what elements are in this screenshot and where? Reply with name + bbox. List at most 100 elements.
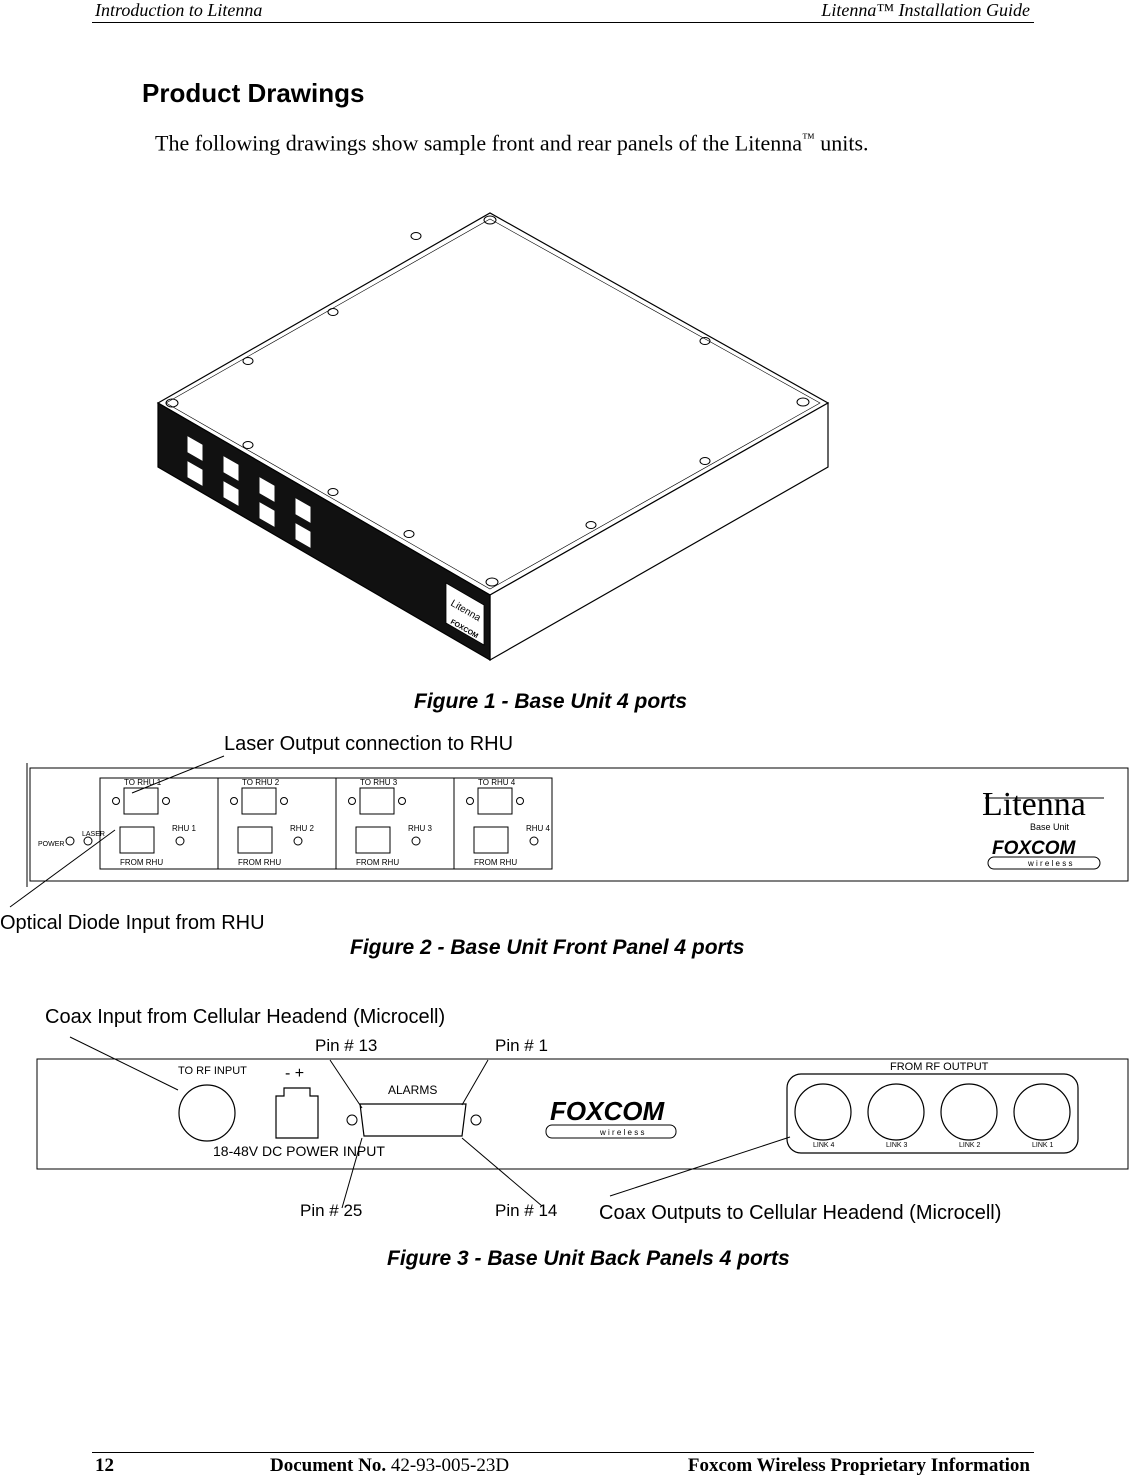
port-group-rhu-4: TO RHU 4 RHU 4 FROM RHU — [453, 778, 551, 869]
laser-output-port — [241, 787, 277, 815]
from-rhu-label: FROM RHU — [238, 858, 281, 867]
pin14-label: Pin # 14 — [495, 1201, 558, 1220]
link-label: LINK 3 — [886, 1142, 908, 1149]
rhu-led — [529, 836, 539, 846]
rf-output-connector-4 — [794, 1083, 852, 1141]
rhu-label: RHU 2 — [290, 824, 315, 833]
callout-line-diode — [9, 829, 116, 908]
dc-power-connector — [275, 1087, 319, 1139]
rf-output-bank — [786, 1073, 1079, 1154]
from-rhu-label: FROM RHU — [356, 858, 399, 867]
dc-input-label: 18-48V DC POWER INPUT — [213, 1143, 385, 1159]
footer-doc-no: 42-93-005-23D — [386, 1455, 510, 1476]
figure2-maker-sub: w i r e l e s s — [1027, 859, 1072, 868]
header-right: Litenna™ Installation Guide — [821, 0, 1030, 20]
port-group-rhu-3: TO RHU 3 RHU 3 FROM RHU — [335, 778, 433, 869]
intro-text-end: units. — [814, 130, 869, 156]
rhu-label: RHU 3 — [408, 824, 433, 833]
link-label: LINK 1 — [1032, 1142, 1054, 1149]
footer-doc-label: Document No. — [270, 1455, 387, 1476]
footer-document-number: Document No. 42-93-005-23D — [270, 1455, 509, 1477]
figure2-brand: Litenna — [982, 786, 1086, 823]
figure2-caption: Figure 2 - Base Unit Front Panel 4 ports — [350, 936, 745, 959]
pin25-label: Pin # 25 — [300, 1201, 363, 1220]
footer-rule — [92, 1452, 1034, 1453]
callout-diode-input: Optical Diode Input from RHU — [0, 912, 265, 934]
to-rhu-label: TO RHU 3 — [360, 778, 398, 787]
link-label: LINK 4 — [813, 1142, 835, 1149]
figure2-maker: FOXCOM — [992, 838, 1077, 859]
header-left: Introduction to Litenna — [95, 0, 263, 20]
laser-label: LASER — [82, 831, 105, 838]
to-rhu-label: TO RHU 1 — [124, 778, 162, 787]
intro-paragraph: The following drawings show sample front… — [155, 130, 869, 156]
power-led — [65, 836, 75, 846]
laser-led — [83, 836, 93, 846]
figure1-base-unit-drawing: Litenna FOXCOM — [156, 212, 830, 662]
from-rhu-label: FROM RHU — [120, 858, 163, 867]
rf-output-connector-1 — [1013, 1083, 1071, 1141]
diode-input-port — [473, 826, 509, 854]
callout-line-pin1 — [461, 1059, 489, 1106]
figure1-caption: Figure 1 - Base Unit 4 ports — [414, 690, 688, 713]
footer-page-number: 12 — [95, 1455, 114, 1476]
port-screw — [230, 797, 238, 805]
front-ports — [187, 436, 311, 548]
rf-input-label: TO RF INPUT — [178, 1065, 247, 1077]
callout-laser-output: Laser Output connection to RHU — [224, 733, 514, 755]
figure2-brand-sub: Base Unit — [1030, 822, 1070, 832]
port-screw — [162, 797, 170, 805]
pin13-label: Pin # 13 — [315, 1036, 378, 1055]
callout-line-pin13 — [329, 1059, 363, 1109]
callout-line-pin14 — [461, 1137, 543, 1207]
footer-proprietary: Foxcom Wireless Proprietary Information — [687, 1455, 1030, 1476]
header-rule — [92, 22, 1034, 23]
callout-coax-output: Coax Outputs to Cellular Headend (Microc… — [599, 1202, 1002, 1224]
diode-input-port — [355, 826, 391, 854]
laser-output-port — [477, 787, 513, 815]
power-label: POWER — [38, 841, 64, 848]
figure3-maker-sub: w i r e l e s s — [599, 1128, 644, 1137]
from-rhu-label: FROM RHU — [474, 858, 517, 867]
pin1-label: Pin # 1 — [495, 1036, 548, 1055]
callout-coax-input: Coax Input from Cellular Headend (Microc… — [45, 1006, 446, 1028]
laser-output-port — [123, 787, 159, 815]
diode-input-port — [119, 826, 155, 854]
rf-output-connector-3 — [867, 1083, 925, 1141]
port-screw — [398, 797, 406, 805]
port-screw — [348, 797, 356, 805]
rf-output-label: FROM RF OUTPUT — [890, 1061, 989, 1073]
figure3-caption: Figure 3 - Base Unit Back Panels 4 ports — [387, 1247, 790, 1270]
callout-line-pin25 — [341, 1137, 363, 1209]
to-rhu-label: TO RHU 4 — [478, 778, 516, 787]
port-screw — [466, 797, 474, 805]
diode-input-port — [237, 826, 273, 854]
screw-holes — [165, 215, 810, 587]
rf-output-connector-2 — [940, 1083, 998, 1141]
rhu-label: RHU 4 — [526, 824, 551, 833]
callout-line-coax-out — [609, 1136, 791, 1197]
callout-line-coax-in — [69, 1036, 179, 1091]
port-screw — [516, 797, 524, 805]
port-group-rhu-2: TO RHU 2 RHU 2 FROM RHU — [217, 778, 315, 869]
rhu-led — [175, 836, 185, 846]
port-group-rhu-1: TO RHU 1 RHU 1 FROM RHU — [112, 778, 197, 867]
figure3-back-panel: TO RF INPUT - + 18-48V DC POWER INPUT AL… — [36, 1036, 1129, 1209]
alarms-label: ALARMS — [388, 1083, 437, 1097]
port-screw — [280, 797, 288, 805]
trademark-sup: ™ — [801, 130, 815, 145]
link-label: LINK 2 — [959, 1142, 981, 1149]
polarity-label: - + — [285, 1065, 304, 1082]
alarms-dsub-connector — [359, 1103, 467, 1137]
rhu-label: RHU 1 — [172, 824, 197, 833]
rhu-led — [411, 836, 421, 846]
callout-line-laser — [131, 755, 225, 794]
port-screw — [112, 797, 120, 805]
rhu-led — [293, 836, 303, 846]
rf-input-connector — [178, 1084, 236, 1142]
laser-output-port — [359, 787, 395, 815]
section-title: Product Drawings — [142, 78, 365, 108]
intro-text: The following drawings show sample front… — [155, 130, 802, 156]
to-rhu-label: TO RHU 2 — [242, 778, 280, 787]
